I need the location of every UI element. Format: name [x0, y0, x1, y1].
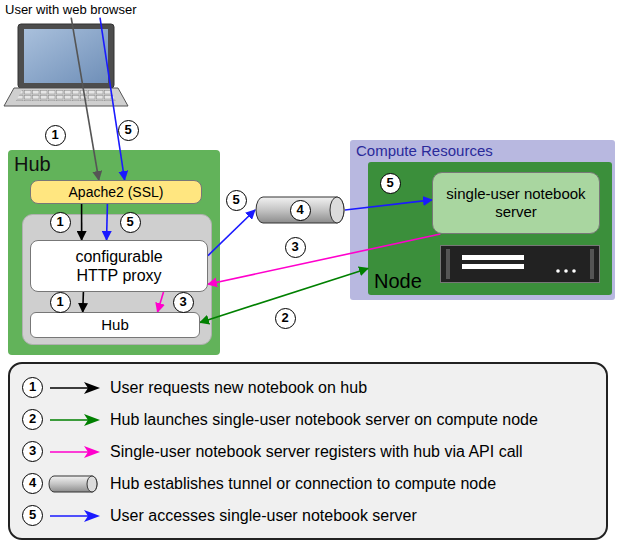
legend-arrow-head: [84, 382, 100, 394]
node-region: Node single-user notebook server: [368, 162, 612, 295]
legend-text: Hub establishes tunnel or connection to …: [110, 475, 496, 493]
legend-arrow-line: [50, 419, 90, 421]
connector-arrow: [345, 200, 432, 210]
box-label: Apache2 (SSL): [69, 184, 164, 201]
laptop-lid: [18, 24, 114, 88]
connector-arrow: [81, 204, 83, 240]
callout-number: 4: [290, 200, 311, 221]
proxy-box: configurable HTTP proxy: [30, 240, 208, 292]
legend-tunnel-icon: [46, 472, 104, 496]
cylinder-end: [330, 197, 344, 223]
legend-row: 2 Hub launches single-user notebook serve…: [22, 408, 592, 432]
callout-number: 1: [50, 292, 71, 313]
server-rack: [440, 245, 600, 283]
legend-text: User accesses single-user notebook serve…: [110, 507, 417, 525]
rack-led: [564, 269, 568, 273]
connector-arrow: [71, 18, 99, 180]
callout-number: 4: [22, 473, 43, 494]
legend-box: 1 User requests new notebook on hub 2 Hub l…: [8, 362, 608, 540]
callout-number: 5: [22, 505, 43, 526]
region-title: Hub: [8, 150, 220, 178]
connector-arrow: [208, 210, 255, 256]
legend-arrow-head: [84, 510, 100, 522]
box-label: single-user notebook server: [441, 185, 591, 221]
rack-bay: [462, 255, 524, 260]
callout-number: 5: [380, 173, 401, 194]
legend-text: User requests new notebook on hub: [110, 379, 367, 397]
legend-arrow-head: [84, 414, 100, 426]
laptop-base: [4, 88, 128, 106]
legend-arrow-line: [50, 387, 90, 389]
connector-arrow: [158, 292, 164, 312]
legend-arrow-line: [50, 451, 90, 453]
hub-box: Hub: [30, 312, 200, 338]
callout-number: 1: [22, 377, 43, 398]
legend-row: 4 Hub establishes tunnel or connection to…: [22, 472, 592, 496]
callout-number: 5: [120, 212, 141, 233]
laptop-screen: [24, 29, 108, 83]
legend-row: 5 User accesses single-user notebook serv…: [22, 504, 592, 528]
callout-number: 5: [226, 190, 247, 211]
legend-arrow-line: [50, 515, 90, 517]
rack-led: [572, 269, 576, 273]
callout-number: 3: [22, 441, 43, 462]
laptop-keyboard: [16, 90, 116, 101]
legend-text: Hub launches single-user notebook server…: [110, 411, 538, 429]
region-title: Node: [368, 267, 612, 295]
legend-arrow: [46, 408, 104, 432]
tunnel-cylinder: 4: [255, 196, 345, 224]
cylinder-body: [256, 197, 344, 223]
laptop: [4, 24, 128, 106]
legend-arrow: [46, 376, 104, 400]
region-title: Compute Resources: [350, 140, 615, 162]
rack-body: [441, 246, 600, 283]
callout-number: 1: [50, 212, 71, 233]
notebook-server-box: single-user notebook server: [432, 172, 600, 234]
hub-region: HubApache2 (SSL)configurable HTTP proxyH…: [8, 150, 220, 355]
connector-arrow: [82, 292, 84, 312]
legend-text: Single-user notebook server registers wi…: [110, 443, 523, 461]
connector-arrow: [106, 204, 108, 240]
rack-led: [556, 269, 560, 273]
callout-number: 2: [22, 409, 43, 430]
legend-row: 1 User requests new notebook on hub: [22, 376, 592, 400]
callout-number: 3: [173, 292, 194, 313]
box-label: Hub: [101, 316, 129, 334]
box-label: configurable HTTP proxy: [57, 247, 182, 285]
rack-bay: [462, 264, 524, 269]
connector-arrow: [100, 18, 125, 180]
callout-number: 5: [118, 120, 139, 141]
region-title: User with web browser: [4, 2, 164, 18]
compute-region: Compute ResourcesNode single-user noteboo…: [350, 140, 615, 300]
proxy-panel-rect: [23, 215, 212, 345]
callout-number: 2: [275, 308, 296, 329]
legend-cylinder-body: [49, 476, 97, 492]
legend-arrow: [46, 440, 104, 464]
rack-ear: [590, 249, 594, 279]
legend-cylinder-end: [87, 476, 97, 492]
apache-box: Apache2 (SSL): [30, 180, 202, 204]
rack-ear: [446, 249, 450, 279]
legend-arrow: [46, 504, 104, 528]
callout-number: 1: [45, 125, 66, 146]
legend-arrow-head: [84, 446, 100, 458]
callout-number: 3: [285, 237, 306, 258]
user-laptop: User with web browser: [4, 2, 164, 18]
connector-arrow: [208, 234, 440, 284]
legend-row: 3 Single-user notebook server registers w…: [22, 440, 592, 464]
